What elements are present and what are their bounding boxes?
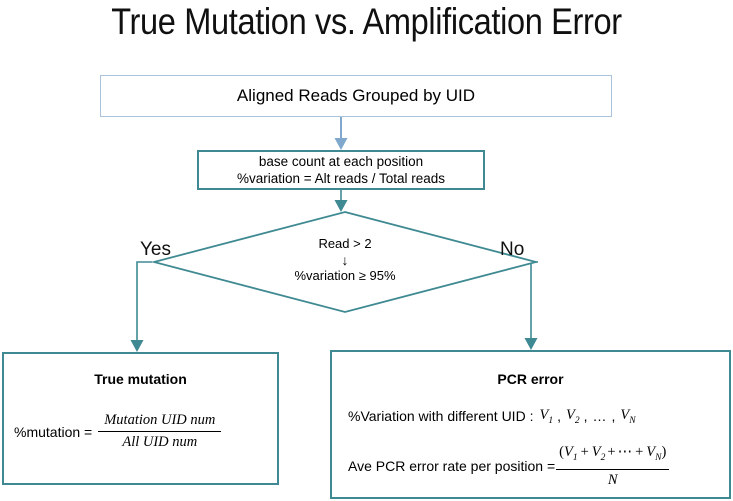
node-pcr-error[interactable]: PCR error %Variation with different UID …: [330, 350, 731, 499]
node-base-count-line2: %variation = Alt reads / Total reads: [237, 171, 445, 186]
pcr-error-rate-fraction: (V1+V2+⋯+VN) N: [556, 443, 670, 490]
node-aligned-reads[interactable]: Aligned Reads Grouped by UID: [100, 75, 612, 117]
decision-shape: [152, 211, 538, 313]
pcr-ellipsis: …: [592, 408, 607, 425]
pcr-var-n: VN: [620, 407, 636, 426]
branch-label-no: No: [500, 239, 525, 260]
branch-label-yes: Yes: [140, 239, 171, 260]
true-mutation-title: True mutation: [94, 371, 187, 387]
true-mutation-formula: %mutation = Mutation UID num All UID num: [14, 411, 277, 452]
pcr-error-variation-prefix: %Variation with different UID :: [348, 408, 534, 425]
node-base-count[interactable]: base count at each position %variation =…: [197, 150, 485, 190]
node-base-count-line1: base count at each position: [258, 154, 424, 169]
node-decision[interactable]: Read > 2 ↓ %variation ≥ 95%: [152, 210, 538, 314]
pcr-error-rate-prefix: Ave PCR error rate per position =: [348, 458, 556, 475]
pcr-var-1: V1: [539, 407, 554, 426]
true-mutation-denominator: All UID num: [122, 434, 198, 450]
connector-yes-branch: [130, 261, 152, 352]
true-mutation-fraction: Mutation UID num All UID num: [98, 411, 222, 452]
pcr-var-2: V2: [565, 407, 580, 426]
true-mutation-formula-lhs: %mutation =: [14, 423, 93, 440]
down-arrow-icon: ↓: [341, 252, 349, 268]
decision-condition-2: %variation ≥ 95%: [294, 268, 396, 283]
pcr-error-variation-line: %Variation with different UID : V1 , V2 …: [348, 407, 729, 426]
connector-start-to-process: [334, 117, 348, 150]
pcr-error-title: PCR error: [497, 371, 564, 387]
decision-text: Read > 2 ↓ %variation ≥ 95%: [152, 236, 538, 284]
connector-process-to-decision: [334, 190, 348, 212]
pcr-sep-1: ,: [557, 408, 561, 425]
node-aligned-reads-label: Aligned Reads Grouped by UID: [236, 86, 476, 105]
pcr-sep-2: ,: [583, 408, 588, 425]
true-mutation-numerator: Mutation UID num: [98, 411, 222, 432]
decision-condition-1: Read > 2: [318, 236, 372, 251]
pcr-error-rate-denominator: N: [607, 471, 618, 488]
pcr-sep-3: ,: [611, 408, 616, 425]
pcr-error-rate-line: Ave PCR error rate per position = (V1+V2…: [348, 443, 729, 490]
page-title: True Mutation vs. Amplification Error: [111, 1, 622, 42]
pcr-error-rate-numerator: (V1+V2+⋯+VN): [556, 443, 670, 470]
node-true-mutation[interactable]: True mutation %mutation = Mutation UID n…: [2, 352, 279, 485]
